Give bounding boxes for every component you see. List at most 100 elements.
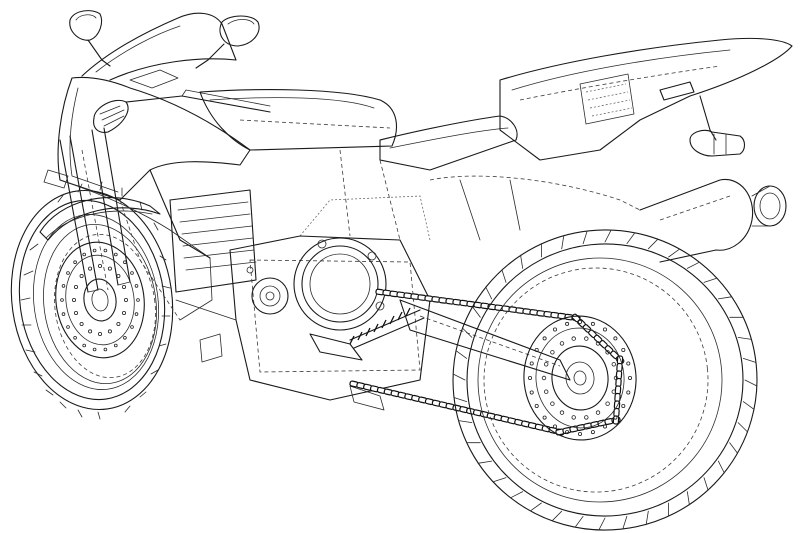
disc-hole bbox=[626, 361, 631, 366]
chain-link bbox=[614, 392, 621, 403]
tread-block bbox=[462, 327, 473, 338]
front-wheel bbox=[10, 181, 174, 420]
disc-hole bbox=[603, 327, 608, 332]
disc-hole bbox=[74, 284, 79, 289]
disc-hole bbox=[134, 284, 139, 288]
disc-hole bbox=[98, 263, 103, 268]
tread-block bbox=[501, 269, 507, 283]
front-fork bbox=[59, 127, 131, 293]
disc-hole bbox=[61, 284, 66, 288]
tread-block bbox=[737, 422, 748, 433]
disc-hole bbox=[61, 312, 66, 316]
fuel-tank bbox=[199, 89, 398, 151]
exhaust-muffler bbox=[639, 178, 787, 263]
disc-hole bbox=[611, 362, 616, 367]
disc-hole bbox=[107, 266, 112, 271]
disc-hole bbox=[66, 325, 70, 329]
disc-hole bbox=[590, 430, 595, 435]
disc-hole bbox=[123, 260, 127, 265]
front-brake-disc bbox=[55, 241, 145, 359]
tread-block bbox=[717, 460, 725, 474]
tread-block bbox=[742, 401, 755, 410]
footpeg bbox=[309, 333, 385, 411]
left-mirror bbox=[69, 10, 111, 67]
windscreen bbox=[81, 12, 237, 89]
disc-hole bbox=[88, 329, 93, 334]
disc-hole bbox=[544, 389, 549, 394]
disc-hole bbox=[103, 248, 108, 253]
disc-hole bbox=[611, 389, 616, 394]
tread-block bbox=[703, 477, 709, 491]
disc-hole bbox=[559, 341, 565, 346]
disc-hole bbox=[136, 298, 140, 302]
disc-hole bbox=[98, 331, 103, 336]
disc-hole bbox=[124, 297, 129, 302]
disc-hole bbox=[528, 375, 533, 380]
disc-hole bbox=[72, 297, 77, 302]
disc-hole bbox=[107, 329, 112, 334]
disc-hole bbox=[534, 403, 539, 408]
disc-hole bbox=[584, 336, 589, 341]
tail-section bbox=[499, 37, 793, 161]
tread-block bbox=[647, 238, 659, 250]
disc-hole bbox=[565, 321, 570, 326]
fairing bbox=[43, 76, 251, 321]
disc-hole bbox=[628, 375, 633, 380]
rear-wheel bbox=[452, 229, 758, 531]
disc-hole bbox=[553, 424, 558, 429]
disc-hole bbox=[60, 298, 64, 302]
disc-hole bbox=[621, 403, 626, 408]
disc-hole bbox=[613, 375, 619, 381]
chain-link bbox=[614, 385, 622, 395]
tread-block bbox=[458, 420, 473, 423]
disc-hole bbox=[559, 410, 565, 415]
disc-hole bbox=[571, 336, 576, 341]
disc-hole bbox=[114, 343, 118, 348]
disc-hole bbox=[542, 336, 547, 341]
disc-hole bbox=[571, 415, 576, 420]
disc-hole bbox=[584, 415, 589, 420]
tread-block bbox=[686, 261, 700, 269]
disc-hole bbox=[578, 319, 583, 324]
disc-hole bbox=[103, 347, 108, 352]
disc-hole bbox=[66, 271, 70, 275]
disc-hole bbox=[130, 271, 134, 275]
disc-hole bbox=[578, 431, 583, 436]
tread-block bbox=[737, 337, 752, 340]
swingarm bbox=[399, 175, 641, 381]
seat bbox=[379, 115, 518, 171]
disc-hole bbox=[88, 266, 93, 271]
tread-block bbox=[520, 254, 524, 269]
disc-hole bbox=[544, 362, 549, 367]
tread-block bbox=[717, 296, 732, 300]
disc-hole bbox=[122, 310, 127, 315]
disc-hole bbox=[82, 343, 86, 348]
tread-block bbox=[622, 515, 628, 530]
disc-hole bbox=[114, 252, 118, 257]
license-plate-bracket bbox=[689, 95, 746, 157]
engine-block bbox=[175, 149, 431, 401]
front-fender bbox=[39, 197, 161, 241]
tread-block bbox=[453, 397, 468, 402]
tread-block bbox=[604, 229, 612, 243]
disc-hole bbox=[74, 310, 79, 315]
disc-hole bbox=[130, 325, 134, 329]
tread-block bbox=[582, 230, 588, 245]
disc-hole bbox=[590, 321, 595, 326]
disc-hole bbox=[605, 350, 610, 355]
disc-hole bbox=[529, 361, 534, 366]
disc-hole bbox=[541, 375, 547, 381]
tread-block bbox=[703, 277, 718, 283]
tread-block bbox=[551, 510, 563, 522]
disc-hole bbox=[613, 336, 618, 341]
tail-light bbox=[659, 81, 695, 101]
chain-link bbox=[615, 370, 623, 380]
disc-hole bbox=[613, 415, 618, 420]
disc-hole bbox=[550, 401, 555, 406]
tread-block bbox=[492, 477, 507, 483]
disc-hole bbox=[116, 321, 121, 326]
tread-block bbox=[598, 517, 606, 531]
right-mirror bbox=[195, 15, 260, 69]
